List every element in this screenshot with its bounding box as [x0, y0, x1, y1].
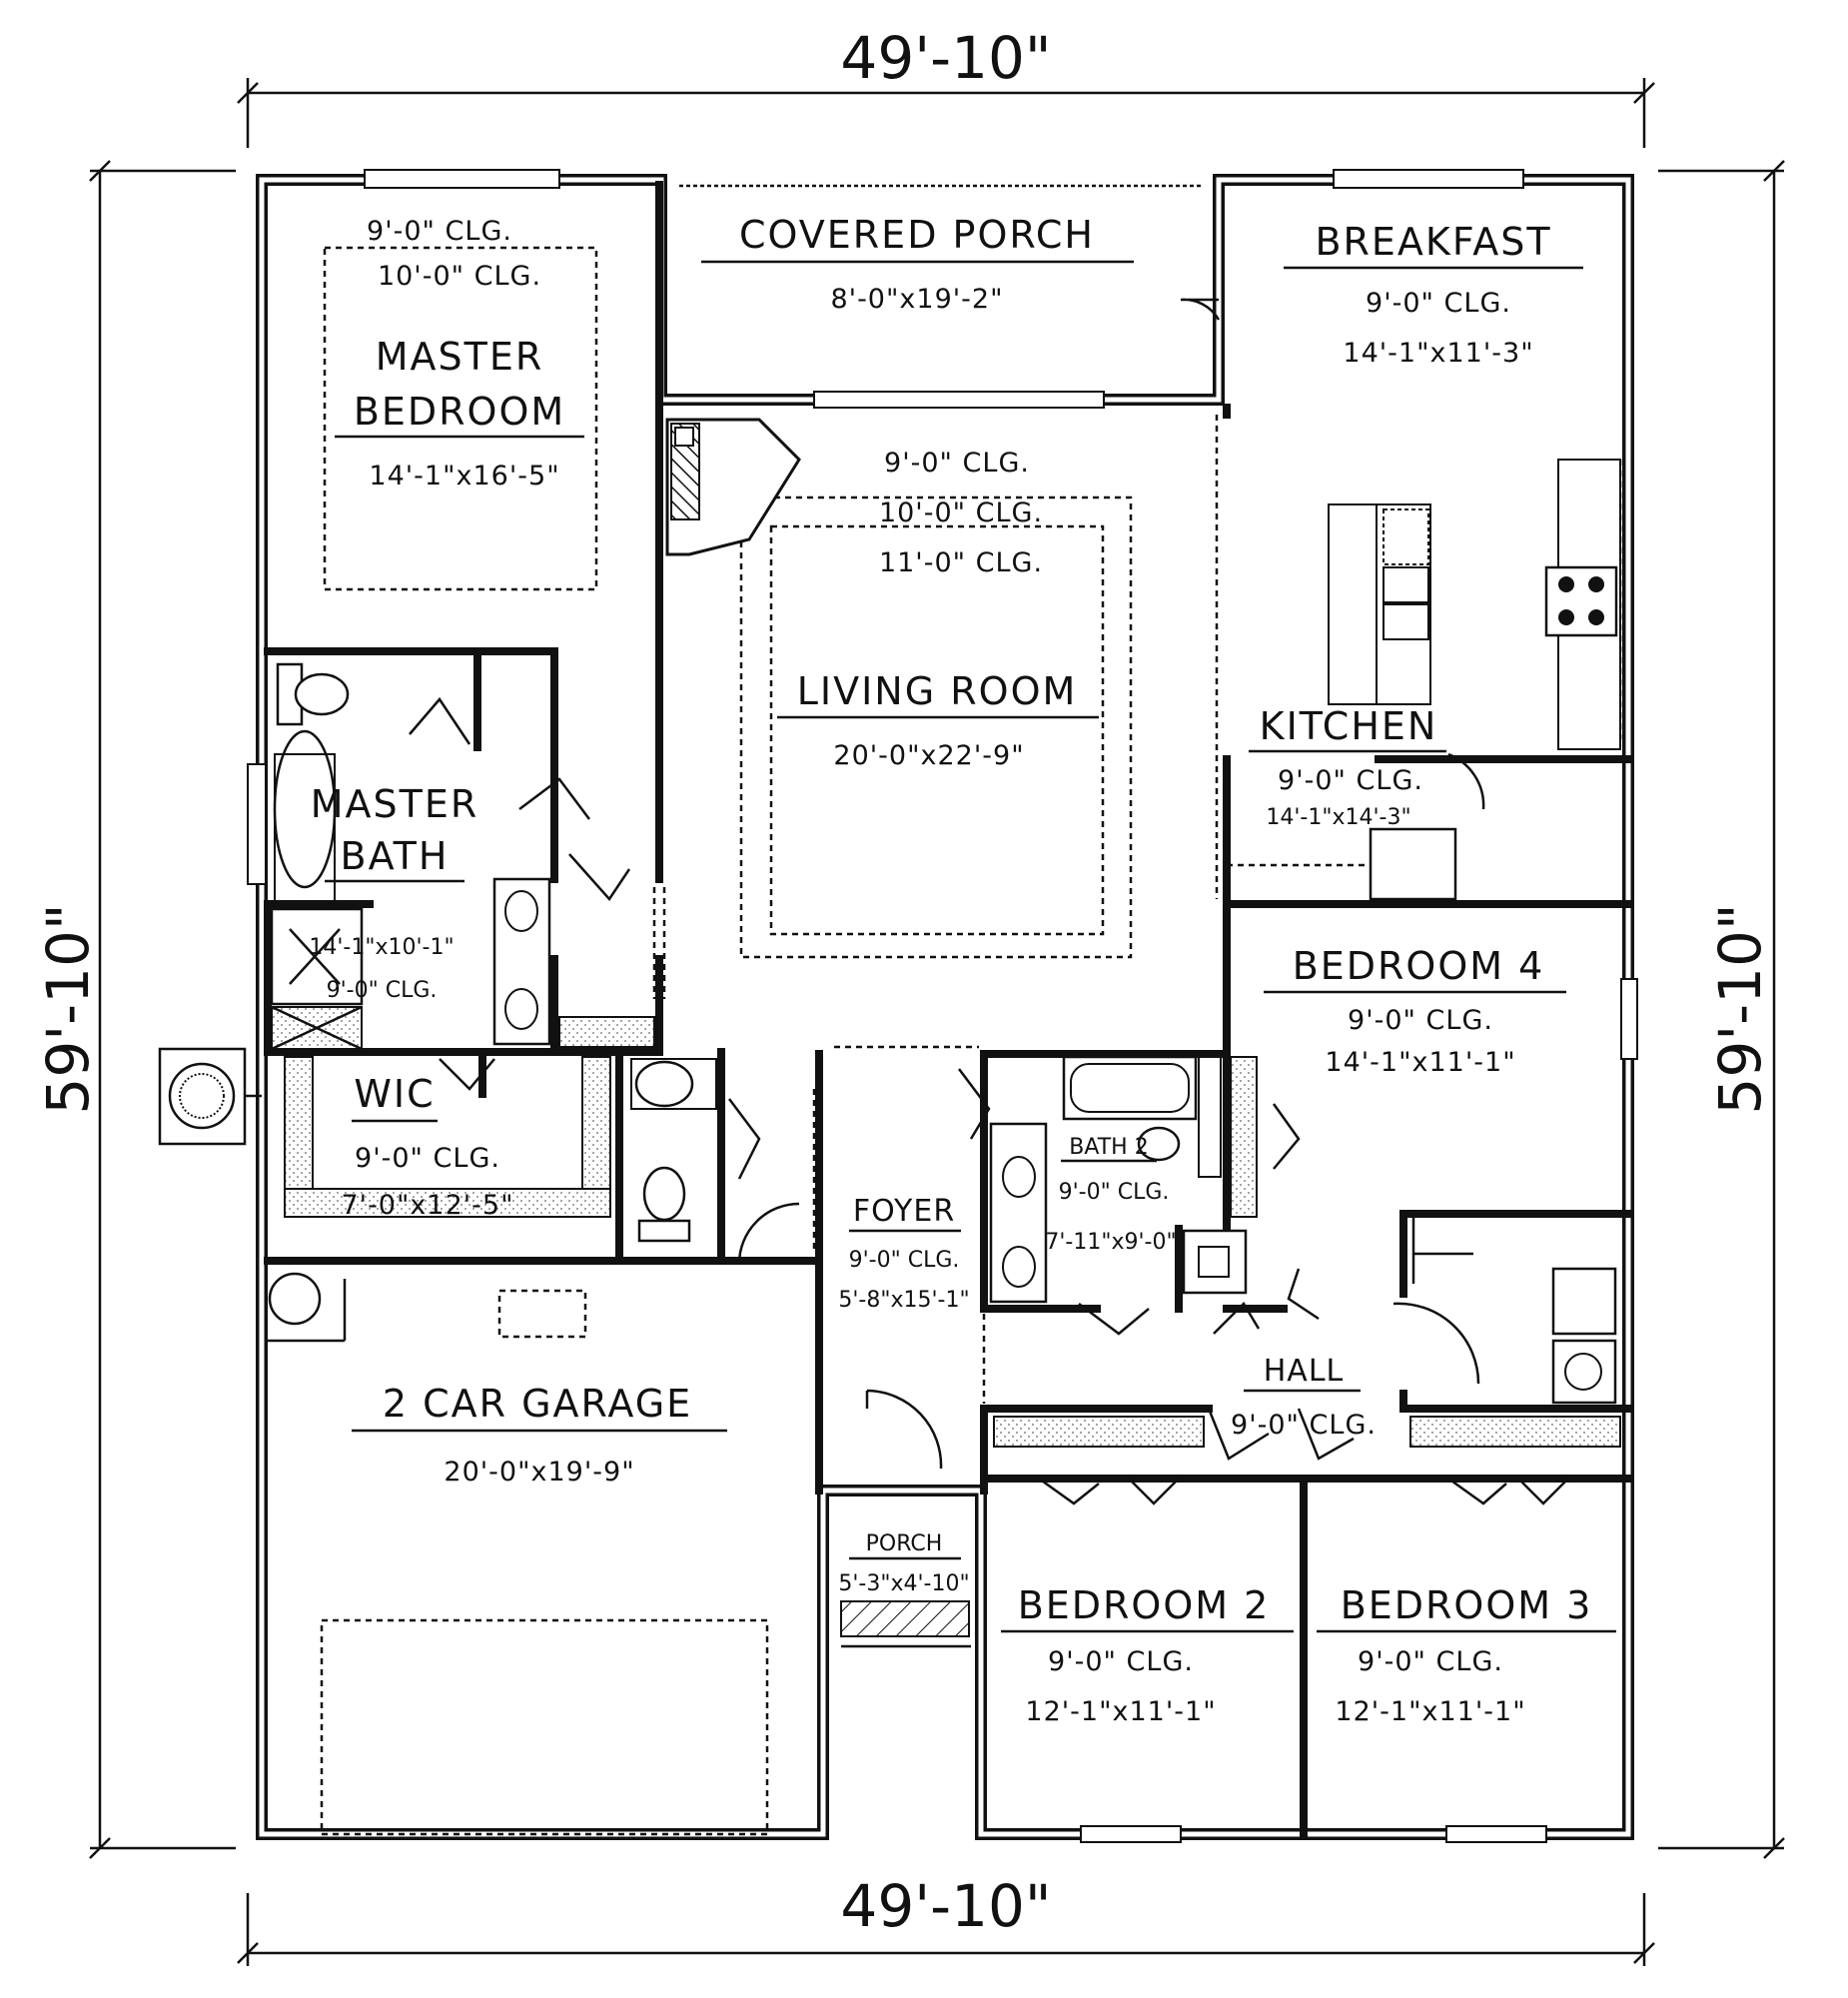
ceiling-outlines [320, 246, 1625, 1836]
living-room-ceiling-1: 9'-0" CLG. [884, 448, 1030, 479]
porch-size: 5'-3"x4'-10" [838, 1571, 969, 1596]
dimension-left-label: 59'-10" [34, 903, 102, 1114]
porch-label: PORCH [866, 1531, 943, 1556]
bath-2-ceiling: 9'-0" CLG. [1059, 1180, 1170, 1205]
foyer-ceiling: 9'-0" CLG. [849, 1248, 960, 1273]
master-bedroom-size: 14'-1"x16'-5" [369, 461, 559, 492]
bedroom-4-ceiling: 9'-0" CLG. [1348, 1005, 1493, 1036]
covered-porch-size: 8'-0"x19'-2" [830, 284, 1003, 315]
wic-ceiling: 9'-0" CLG. [355, 1143, 500, 1174]
hall-label: HALL [1264, 1354, 1345, 1389]
hall-ceiling: 9'-0" CLG. [1231, 1410, 1377, 1441]
fixtures [158, 298, 1621, 1648]
garage-size: 20'-0"x19'-9" [444, 1457, 634, 1488]
foyer-size: 5'-8"x15'-1" [838, 1288, 969, 1313]
dimension-bottom-label: 49'-10" [840, 1872, 1051, 1940]
bedroom-3-ceiling: 9'-0" CLG. [1358, 1646, 1503, 1677]
wic-size: 7'-0"x12'-5" [341, 1190, 513, 1221]
bedroom-2-ceiling: 9'-0" CLG. [1048, 1646, 1194, 1677]
bedroom-4-size: 14'-1"x11'-1" [1325, 1047, 1515, 1078]
kitchen-label: KITCHEN [1260, 704, 1438, 748]
bedroom-2-label: BEDROOM 2 [1018, 1583, 1271, 1627]
living-room-label: LIVING ROOM [797, 669, 1078, 713]
dimension-top: 49'-10" [237, 24, 1655, 148]
bath-2-size: 7'-11"x9'-0" [1045, 1230, 1176, 1255]
living-room-ceiling-3: 11'-0" CLG. [879, 547, 1043, 578]
master-bedroom-ceiling-1: 9'-0" CLG. [367, 216, 512, 247]
wic-label: WIC [354, 1072, 435, 1116]
master-bath-ceiling: 9'-0" CLG. [327, 978, 438, 1003]
breakfast-label: BREAKFAST [1315, 220, 1551, 264]
master-bath-label-2: BATH [341, 834, 450, 878]
covered-porch-label: COVERED PORCH [739, 213, 1095, 257]
master-bath-label-1: MASTER [311, 782, 479, 826]
dimension-left: 59'-10" [34, 160, 236, 1859]
master-bedroom-ceiling-2: 10'-0" CLG. [378, 261, 541, 292]
bedroom-4-label: BEDROOM 4 [1293, 944, 1545, 988]
dimension-bottom: 49'-10" [237, 1872, 1655, 1966]
interior-walls [264, 181, 1632, 1838]
breakfast-ceiling: 9'-0" CLG. [1366, 288, 1511, 319]
master-bedroom-label-2: BEDROOM [354, 390, 565, 434]
garage-label: 2 CAR GARAGE [383, 1382, 692, 1426]
kitchen-size: 14'-1"x14'-3" [1266, 805, 1410, 830]
bedroom-2-size: 12'-1"x11'-1" [1025, 1696, 1216, 1727]
master-bedroom-label-1: MASTER [376, 335, 544, 379]
living-room-size: 20'-0"x22'-9" [833, 740, 1024, 771]
bedroom-3-label: BEDROOM 3 [1341, 1583, 1593, 1627]
breakfast-size: 14'-1"x11'-3" [1343, 338, 1533, 369]
foyer-label: FOYER [853, 1194, 955, 1229]
bath-2-label: BATH 2 [1069, 1135, 1148, 1160]
room-labels: 9'-0" CLG. 10'-0" CLG. MASTER BEDROOM 14… [309, 213, 1616, 1727]
dimension-top-label: 49'-10" [840, 24, 1051, 92]
dimension-right-label: 59'-10" [1706, 903, 1774, 1114]
master-bath-size: 14'-1"x10'-1" [309, 935, 454, 960]
living-room-ceiling-2: 10'-0" CLG. [879, 498, 1043, 528]
dimension-right: 59'-10" [1658, 160, 1785, 1859]
bedroom-3-size: 12'-1"x11'-1" [1335, 1696, 1525, 1727]
kitchen-ceiling: 9'-0" CLG. [1278, 765, 1423, 796]
